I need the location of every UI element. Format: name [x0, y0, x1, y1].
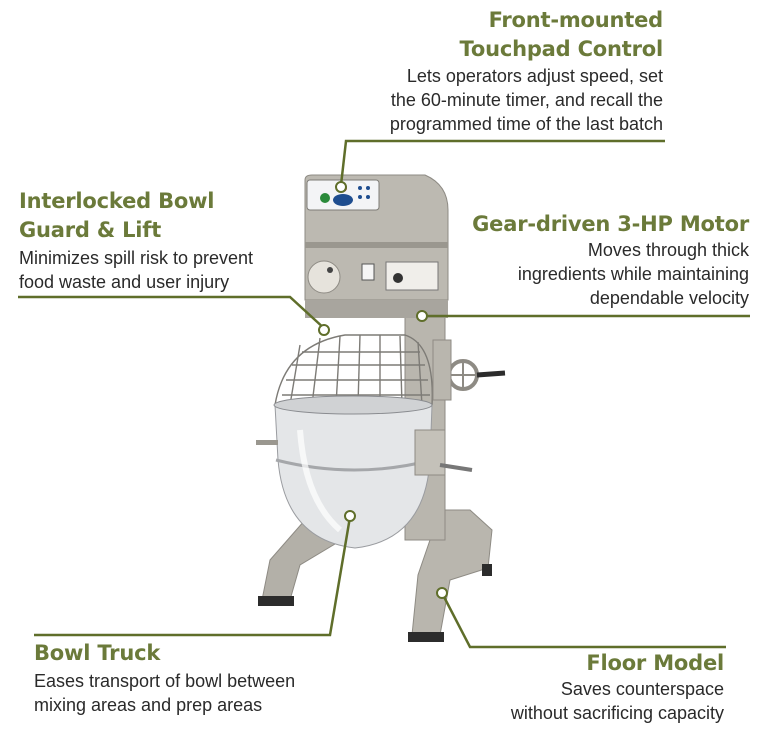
- bowl-truck-desc-line2: mixing areas and prep areas: [34, 695, 263, 715]
- dot-floor-model: [436, 587, 448, 599]
- dot-touchpad: [335, 181, 347, 193]
- bowl-guard-title-line2: Guard & Lift: [19, 218, 162, 242]
- mixer-base: [258, 509, 493, 642]
- motor-desc-line3: dependable velocity: [589, 288, 749, 308]
- bowl-guard-desc-line2: food waste and user injury: [19, 272, 230, 292]
- bowl-guard-title: Interlocked Bowl Guard & Lift: [19, 187, 214, 245]
- motor-desc-line2: ingredients while maintaining: [517, 264, 749, 284]
- bowl-truck-description: Eases transport of bowl between mixing a…: [34, 669, 295, 717]
- bowl-truck-desc-line1: Eases transport of bowl between: [34, 671, 296, 691]
- dot-bowl-truck: [344, 510, 356, 522]
- motor-title: Gear-driven 3-HP Motor: [472, 212, 749, 236]
- touchpad-title-line1: Front-mounted: [488, 8, 664, 32]
- touchpad-desc-line2: the 60-minute timer, and recall the: [390, 90, 663, 110]
- floor-model-desc-line2: without sacrificing capacity: [510, 703, 724, 723]
- leader-touchpad: [339, 139, 665, 186]
- dot-motor: [416, 310, 428, 322]
- floor-model-description: Saves counterspace without sacrificing c…: [511, 677, 724, 725]
- touchpad-title: Front-mounted Touchpad Control: [459, 6, 664, 64]
- leader-bowl-guard: [18, 295, 327, 331]
- leader-dots: [318, 181, 448, 599]
- bowl-truck-title: Bowl Truck: [34, 641, 161, 665]
- bowl-guard-description: Minimizes spill risk to prevent food was…: [19, 246, 253, 294]
- dot-bowl-guard: [318, 324, 330, 336]
- touchpad-desc-line3: programmed time of the last batch: [389, 114, 663, 134]
- motor-description: Moves through thick ingredients while ma…: [518, 238, 749, 310]
- brand-logo: [333, 194, 353, 206]
- foot-pad-front: [408, 632, 444, 642]
- bowl-lock-arm: [414, 429, 446, 476]
- bowl-lift-handwheel: [432, 339, 506, 401]
- mixer-bowl: [256, 395, 433, 549]
- touchpad-desc-line1: Lets operators adjust speed, set: [406, 66, 663, 86]
- floor-model-desc-line1: Saves counterspace: [560, 679, 724, 699]
- leader-floor-model: [440, 592, 726, 649]
- floor-model-title: Floor Model: [586, 651, 724, 675]
- foot-pad-left: [258, 596, 294, 606]
- speed-knob: [307, 260, 341, 294]
- bowl-guard-title-line1: Interlocked Bowl: [19, 189, 215, 213]
- motor-desc-line1: Moves through thick: [587, 240, 749, 260]
- leader-bowl-truck: [34, 516, 352, 637]
- touchpad-description: Lets operators adjust speed, set the 60-…: [390, 64, 663, 136]
- mixer-head: [304, 174, 449, 318]
- bowl-guard: [274, 334, 433, 406]
- leader-lines: [18, 139, 750, 649]
- touchpad-title-line2: Touchpad Control: [459, 37, 664, 61]
- bowl-guard-desc-line1: Minimizes spill risk to prevent: [19, 248, 254, 268]
- foot-pad-back: [482, 564, 492, 576]
